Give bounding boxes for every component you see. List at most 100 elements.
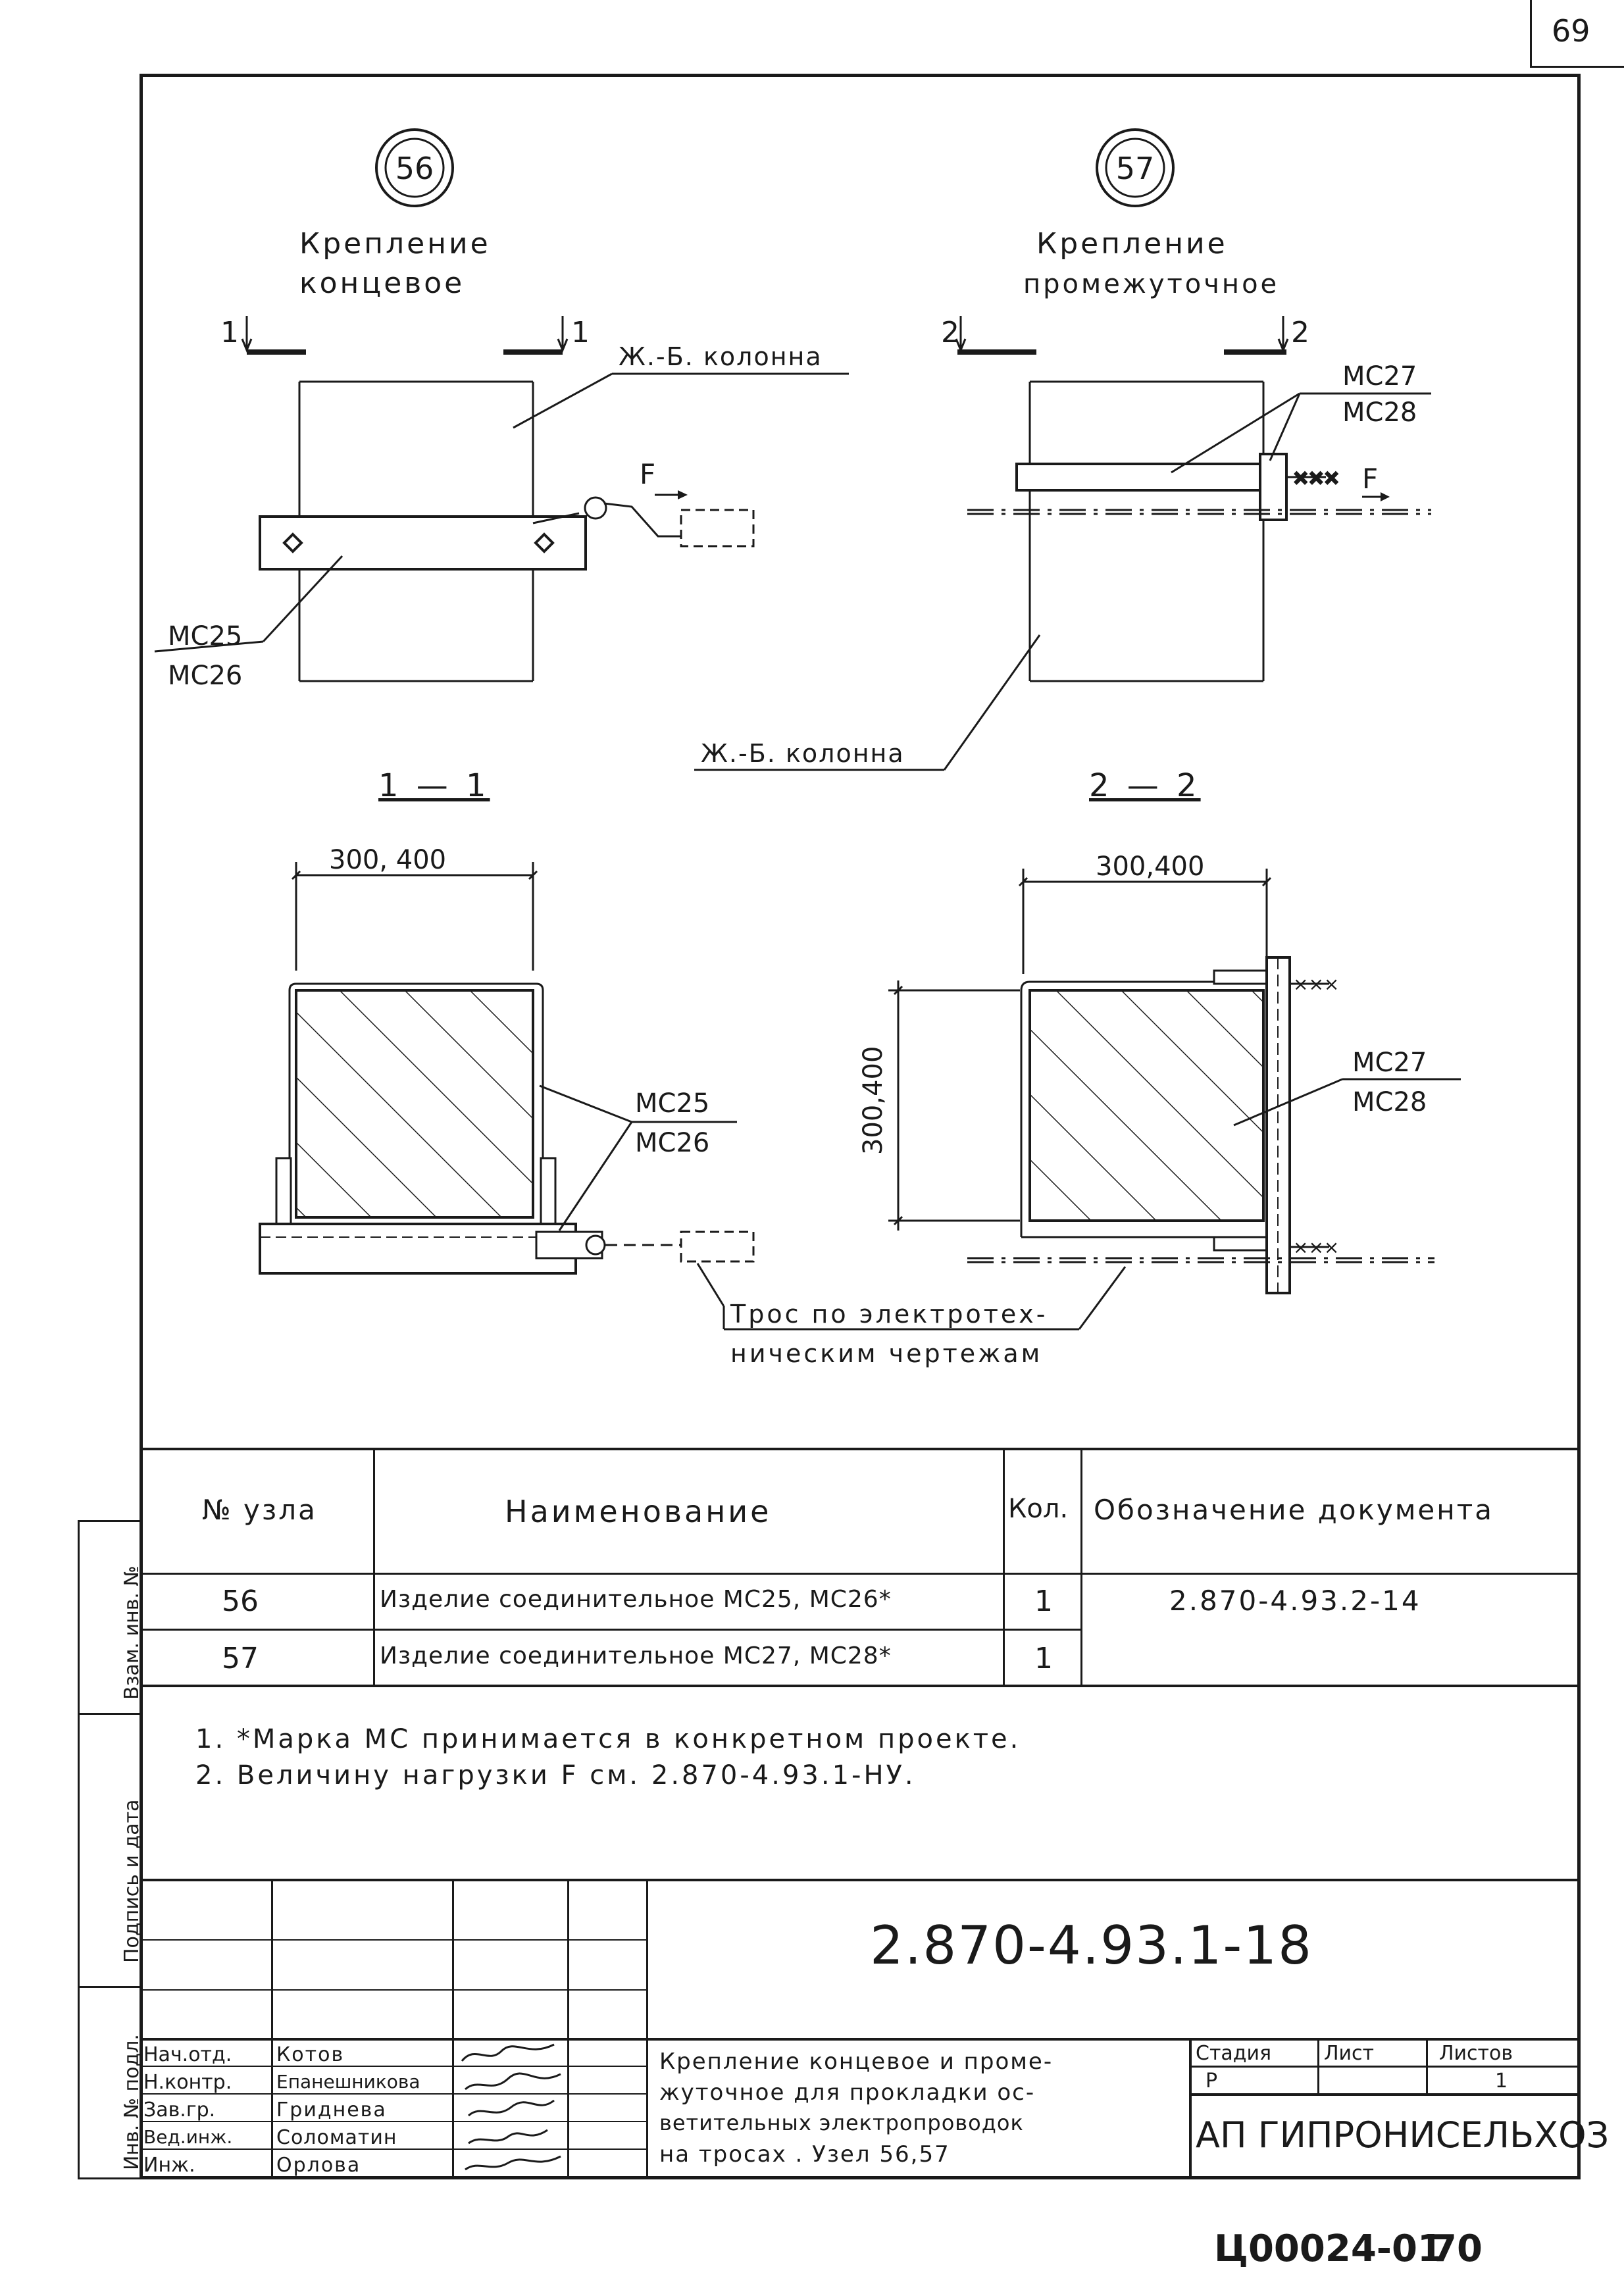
section-22-body: ××× ××× xyxy=(967,956,1434,1294)
node-56-marker: 56 xyxy=(375,128,454,207)
section-11-part-leader: МС25 МС26 xyxy=(539,1084,737,1231)
drawing-frame xyxy=(140,74,1581,2179)
sheets-value: 1 xyxy=(1495,2070,1508,2093)
sheet-header: Лист xyxy=(1324,2042,1375,2065)
section-mark-2-left: 2 xyxy=(941,316,1036,355)
side-stamp-original-inventory: Инв. № подл. xyxy=(120,2034,143,2170)
stage-value: Р xyxy=(1205,2070,1218,2093)
spec-row-1-node: 56 xyxy=(222,1585,259,1618)
role-1: Нач.отд. xyxy=(143,2043,232,2066)
section-11-part-label-1: МС25 xyxy=(635,1088,709,1119)
note-1: 1. *Марка МС принимается в конкретном пр… xyxy=(195,1724,1021,1754)
section-22-height-label: 300,400 xyxy=(858,1046,888,1155)
section-22-width-label: 300,400 xyxy=(1096,852,1204,882)
node-57-number: 57 xyxy=(1116,151,1155,186)
node-57-title-2: промежуточное xyxy=(1023,269,1279,299)
spec-table: № узла Наименование Кол. Обозначение док… xyxy=(140,1448,1581,1687)
node-56-title-1: Крепление xyxy=(299,227,491,261)
svg-text:×××: ××× xyxy=(1293,973,1339,995)
spec-row-1-qty: 1 xyxy=(1034,1585,1053,1618)
section-11-title: 1 — 1 xyxy=(378,767,490,804)
spec-row-2-name: Изделие соединительное МС27, МС28* xyxy=(380,1642,892,1669)
spec-header-name: Наименование xyxy=(505,1494,772,1529)
node-56-column-label: Ж.-Б. колонна xyxy=(619,342,823,371)
spec-header-qty: Кол. xyxy=(1008,1494,1069,1524)
role-3: Зав.гр. xyxy=(143,2098,216,2122)
node-57-title-1: Крепление xyxy=(1036,227,1228,261)
role-4: Вед.инж. xyxy=(143,2126,233,2148)
archive-code: Ц00024-01 xyxy=(1214,2227,1443,2270)
svg-text:×××: ××× xyxy=(1293,1236,1339,1258)
description-line-2: жуточное для прокладки ос- xyxy=(659,2079,1036,2106)
description-line-3: ветительных электропроводок xyxy=(659,2110,1024,2135)
spec-row-1-name: Изделие соединительное МС25, МС26* xyxy=(380,1586,892,1613)
side-stamp-signature-date: Подпись и дата xyxy=(120,1799,143,1964)
node-56-number: 56 xyxy=(395,151,434,186)
side-stamp: Взам. инв. № Подпись и дата Инв. № подл. xyxy=(78,1520,143,2179)
name-2: Епанешникова xyxy=(276,2071,420,2093)
sheets-header: Листов xyxy=(1439,2042,1513,2065)
page-number: 69 xyxy=(1552,13,1590,49)
section-22-title: 2 — 2 xyxy=(1089,767,1201,804)
cable-note-leader: Трос по электротех- ническим чертежам xyxy=(696,1263,1127,1368)
node-56-title-2: концевое xyxy=(299,267,465,300)
node-56-part-leader: МС25 МС26 xyxy=(154,555,343,691)
stage-header: Стадия xyxy=(1196,2042,1272,2065)
section-mark-2-right-label: 2 xyxy=(1291,316,1309,349)
archive-page: 70 xyxy=(1431,2227,1483,2270)
node-56-column-leader: Ж.-Б. колонна xyxy=(513,342,849,429)
node-57-part-label-1: МС27 xyxy=(1342,361,1417,392)
title-block: 2.870-4.93.1-18 Нач.отд. Котов Н.контр. … xyxy=(140,1879,1609,2179)
cable-note-line-2: ническим чертежам xyxy=(730,1339,1042,1368)
node-56-column xyxy=(298,380,534,682)
node-57-part-leader: МС27 МС28 xyxy=(1171,361,1431,474)
spec-row-2-qty: 1 xyxy=(1034,1642,1053,1675)
side-stamp-replacement: Взам. инв. № xyxy=(120,1565,143,1700)
note-2: 2. Величину нагрузки F см. 2.870-4.93.1-… xyxy=(195,1760,916,1791)
section-22-width-dimension xyxy=(1018,869,1272,974)
spec-row-2-node: 57 xyxy=(222,1642,259,1675)
document-designation: 2.870-4.93.1-18 xyxy=(870,1915,1313,1976)
section-11-body xyxy=(259,982,755,1275)
name-1: Котов xyxy=(276,2043,345,2066)
name-5: Орлова xyxy=(276,2154,361,2177)
node-57-column xyxy=(1028,380,1265,682)
cable-note-line-1: Трос по электротех- xyxy=(730,1300,1048,1329)
node-56-clamp-plate xyxy=(259,496,755,571)
node-57-part-label-2: МС28 xyxy=(1342,397,1417,428)
section-22-part-label-1: МС27 xyxy=(1352,1048,1427,1078)
section-mark-1-left-label: 1 xyxy=(220,316,239,349)
section-11-width-label: 300, 400 xyxy=(329,845,446,875)
node-57-force-label: F xyxy=(1362,463,1378,495)
spec-header-node: № узла xyxy=(202,1494,317,1526)
node-57-column-label: Ж.-Б. колонна xyxy=(701,739,905,768)
description-line-1: Крепление концевое и проме- xyxy=(659,2048,1053,2075)
section-22-part-label-2: МС28 xyxy=(1352,1087,1427,1117)
section-mark-1-left: 1 xyxy=(220,316,306,355)
spec-row-1-doc: 2.870-4.93.2-14 xyxy=(1169,1585,1421,1617)
svg-text:×××: ××× xyxy=(1293,467,1339,488)
drawing-svg: 56 Крепление концевое 1 1 F xyxy=(154,128,1461,1368)
organization-name: АП ГИПРОНИСЕЛЬХОЗ xyxy=(1196,2114,1610,2156)
notes: 1. *Марка МС принимается в конкретном пр… xyxy=(140,1685,1581,1881)
section-11-width-dimension xyxy=(291,862,538,971)
node-56-part-label-1: МС25 xyxy=(168,621,242,651)
node-56-force-arrow: F xyxy=(640,458,688,499)
section-22-height-dimension xyxy=(888,980,1020,1231)
role-2: Н.контр. xyxy=(143,2071,232,2094)
section-mark-1-right: 1 xyxy=(503,316,590,355)
role-5: Инж. xyxy=(143,2154,195,2177)
section-mark-2-left-label: 2 xyxy=(941,316,959,349)
name-4: Соломатин xyxy=(276,2126,397,2149)
section-22-part-leader: МС27 МС28 xyxy=(1233,1048,1461,1127)
section-mark-2-right: 2 xyxy=(1224,316,1309,355)
node-56-part-label-2: МС26 xyxy=(168,661,242,691)
page-number-box: 69 xyxy=(1530,0,1624,68)
node-57-marker: 57 xyxy=(1096,128,1175,207)
node-57-column-leader: Ж.-Б. колонна xyxy=(694,634,1041,771)
node-56-force-label: F xyxy=(640,458,655,490)
description-line-4: на тросах . Узел 56,57 xyxy=(659,2141,950,2168)
signatures xyxy=(461,2043,561,2171)
section-mark-1-right-label: 1 xyxy=(571,316,590,349)
spec-header-doc: Обозначение документа xyxy=(1094,1494,1494,1526)
